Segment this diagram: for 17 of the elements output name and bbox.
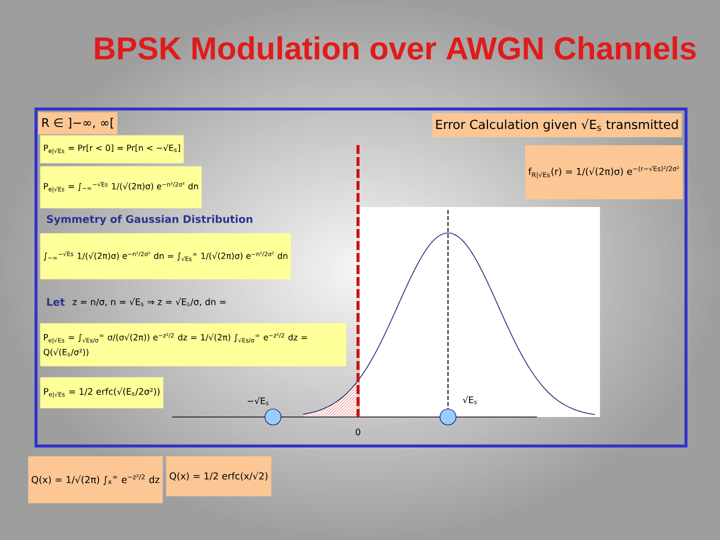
formula-box: P$_{e|√Es}$ = ∫$_{√Es/σ}$$^{∞}$ σ/(σ√(2π)) e$^{−z²/2}$ dz = 1/√(2π) ∫$_{√Es/σ}$$^{∞}$ e$^{−z²/2}$ dz = Q(√(E$_{s}$/σ²)) — [40, 323, 346, 366]
formula-box: R ∈ ]−∞, ∞[ — [38, 112, 118, 134]
formula-box: P$_{e|√Es}$ = ∫$_{−∞}$$^{−√Es}$ 1/(√(2π)σ) e$^{−n²/2σ²}$ dn — [40, 166, 202, 208]
formula-box: P$_{e|√Es}$ = Pr[r < 0] = Pr[n < −√E$_{s}$] — [40, 135, 184, 164]
section-heading: Symmetry of Gaussian Distribution — [46, 214, 252, 226]
text-box: Error Calculation given √E$_{s}$ transmitted — [432, 113, 682, 138]
text-label: Let — [47, 298, 65, 306]
axis-label: √E$_{s}$ — [462, 396, 477, 404]
formula-box: P$_{e|√Es}$ = 1/2 erfc(√(E$_{s}$/2σ²)) — [40, 377, 164, 408]
tick-label: 0 — [356, 428, 360, 436]
formula-box: f$_{R|√Es}$(r) = 1/(√(2π)σ) e$^{−(r−√Es)²/2σ²}$ — [525, 145, 683, 200]
formula-box: Q(x) = 1/2 erfc(x/√2) — [166, 456, 272, 496]
formula-box: ∫$_{−∞}$$^{−√Es}$ 1/(√(2π)σ) e$^{−n²/2σ²}$ dn = ∫$_{√Es}$$^{∞}$ 1/(√(2π)σ) e$^{−n²/2σ²}$ dn — [40, 233, 291, 280]
axis-label: −√E$_{s}$ — [248, 396, 268, 406]
title: BPSK Modulation over AWGN Channels — [95, 36, 696, 60]
formula: z = n/σ, n = √E$_{s}$ ⇒ z = √E$_{s}$/σ, dn = — [72, 298, 226, 306]
formula-box: Q(x) = 1/√(2π) ∫$_{x}$$^{∞}$ e$^{−z²/2}$ dz — [28, 456, 163, 504]
